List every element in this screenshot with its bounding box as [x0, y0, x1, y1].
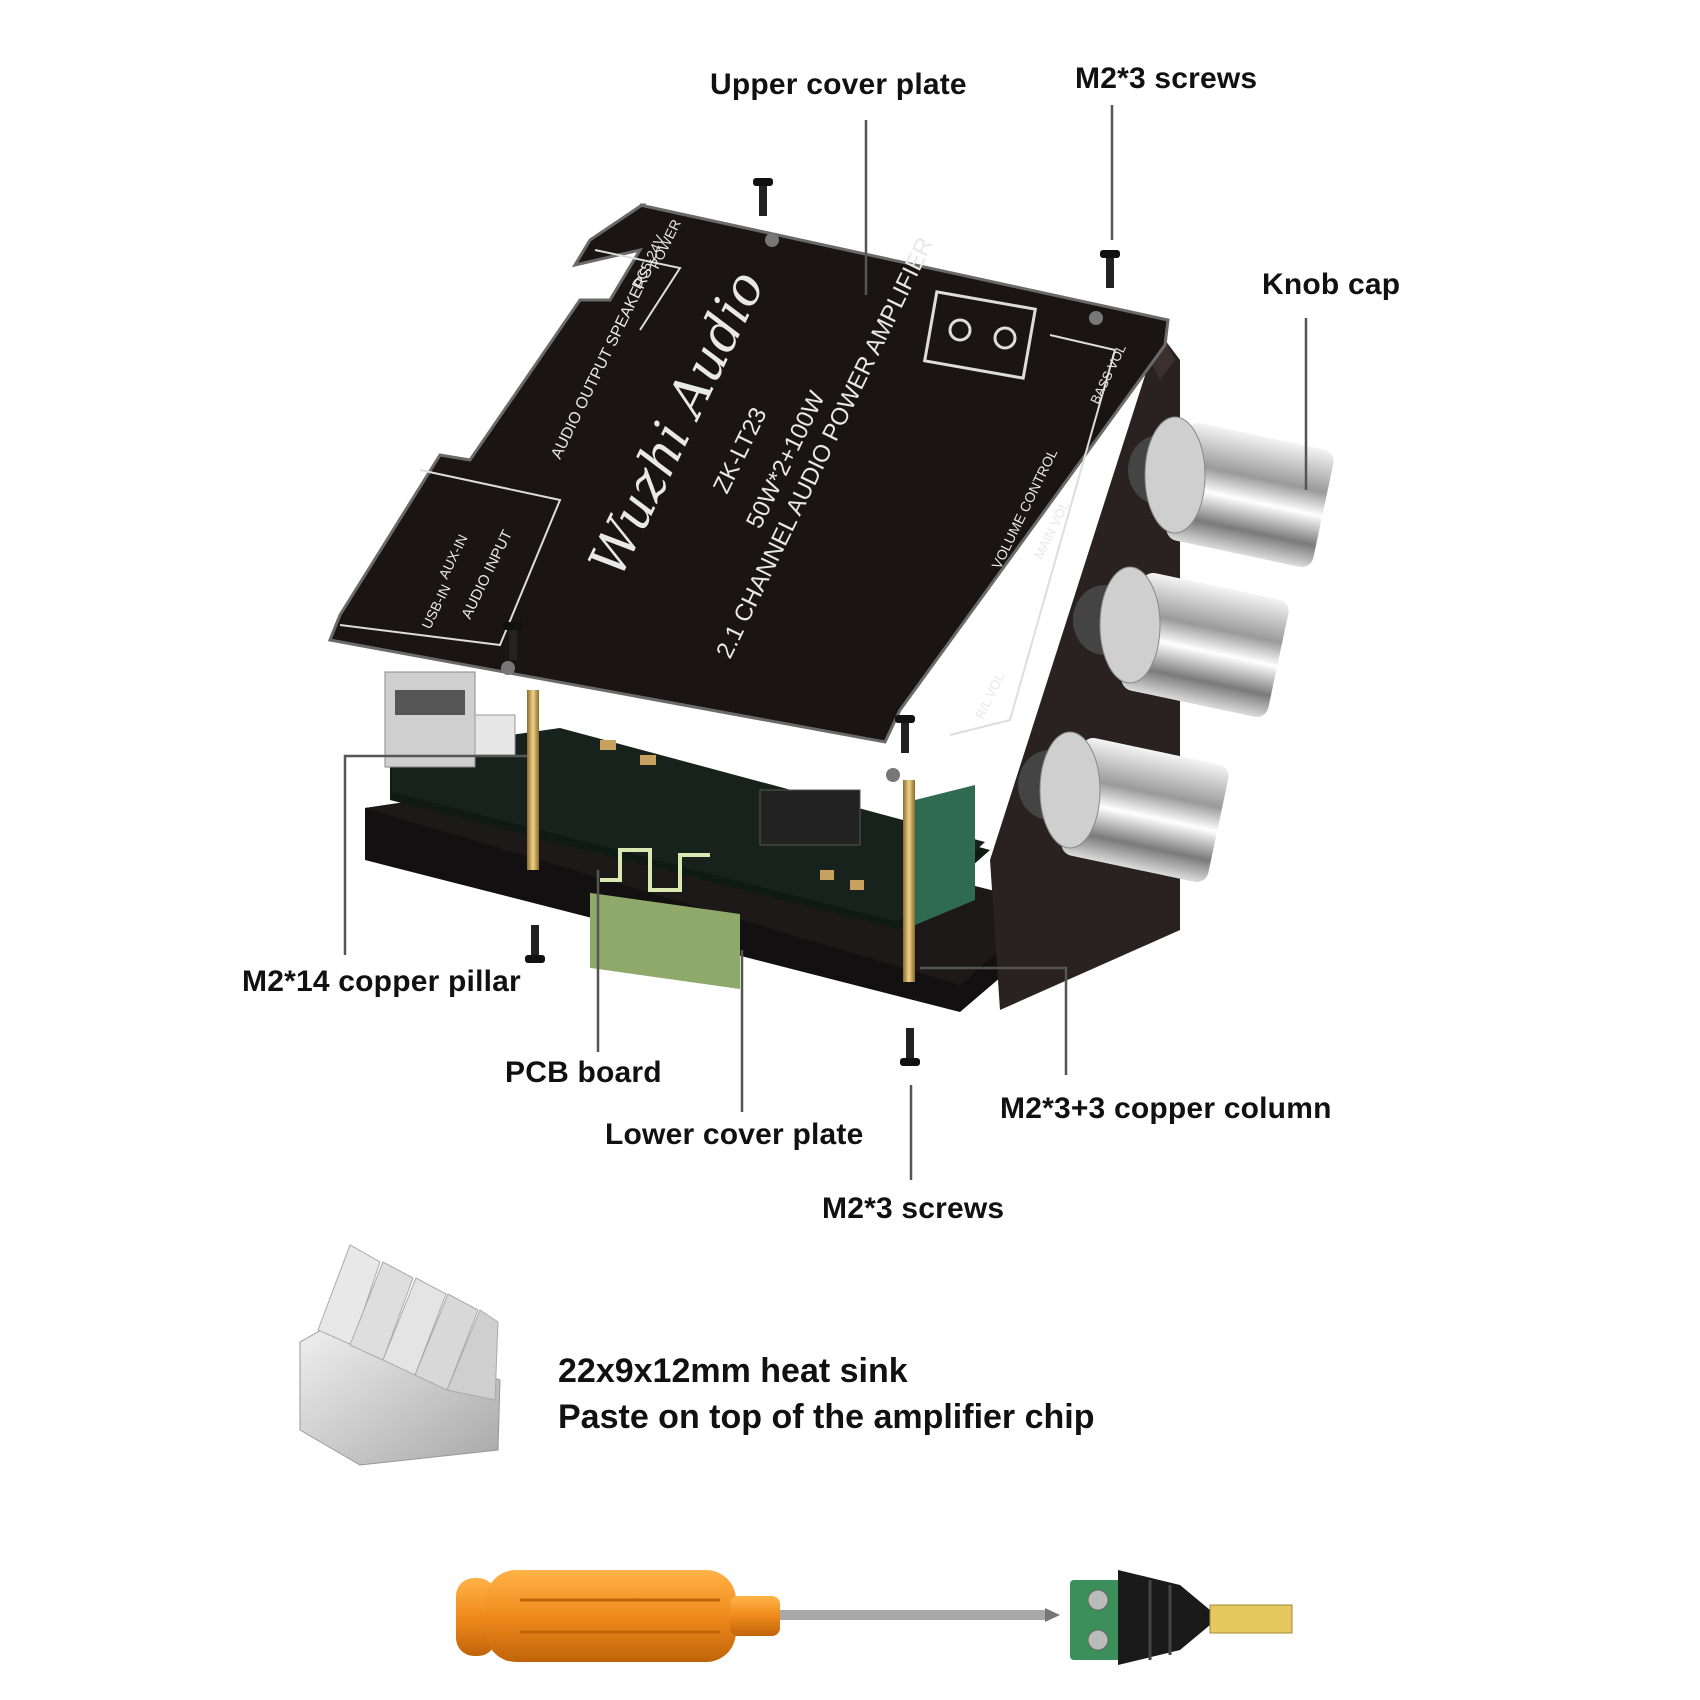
- heat-sink: [299, 1244, 501, 1466]
- label-knob-cap: Knob cap: [1262, 268, 1401, 301]
- screws: [503, 178, 1120, 1066]
- label-upper-cover-plate: Upper cover plate: [710, 68, 967, 101]
- label-lower-cover-plate: Lower cover plate: [605, 1118, 864, 1151]
- label-copper-column: M2*3+3 copper column: [1000, 1092, 1332, 1125]
- screwdriver: [456, 1570, 1060, 1662]
- heat-sink-line1: 22x9x12mm heat sink: [558, 1352, 908, 1390]
- label-bottom-screws: M2*3 screws: [822, 1192, 1005, 1225]
- rl-knob: [1018, 731, 1229, 883]
- knob-caps: [1018, 416, 1334, 883]
- input-ports: [384, 671, 516, 768]
- main-knob: [1073, 566, 1289, 718]
- dc-adapter: [1070, 1570, 1293, 1665]
- heat-sink-caption: 22x9x12mm heat sink Paste on top of the …: [558, 1348, 1095, 1440]
- leader-lines: [343, 105, 1308, 1180]
- rl-vol-text: R/L VOL: [972, 670, 1007, 721]
- label-top-screws: M2*3 screws: [1075, 62, 1258, 95]
- bass-knob: [1128, 416, 1334, 568]
- label-copper-pillar: M2*14 copper pillar: [242, 965, 521, 998]
- copper-pillars: [527, 690, 915, 982]
- label-pcb-board: PCB board: [505, 1056, 662, 1089]
- heat-sink-line2: Paste on top of the amplifier chip: [558, 1398, 1095, 1436]
- pcb-board: [390, 728, 990, 990]
